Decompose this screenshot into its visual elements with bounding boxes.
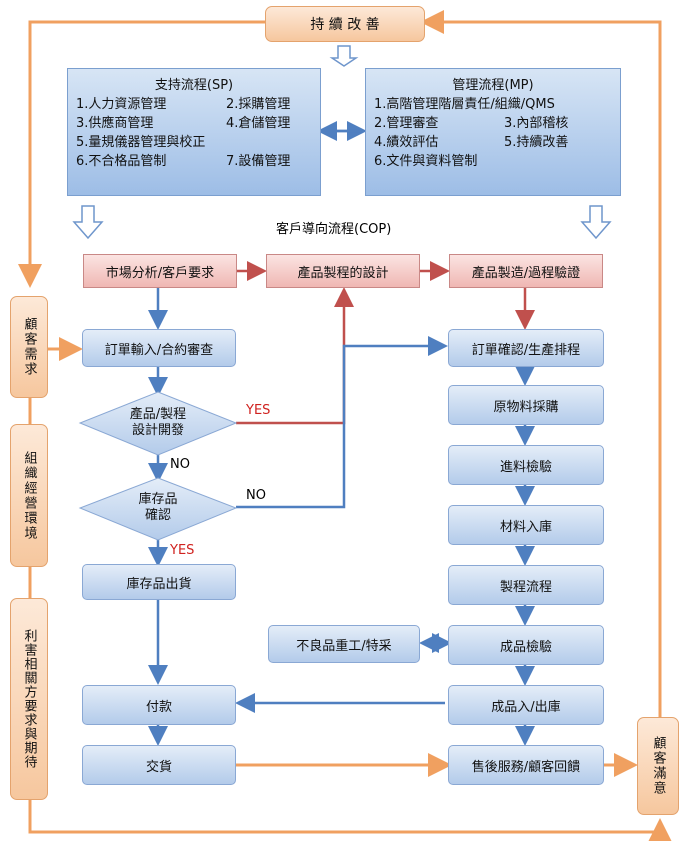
outer-loop-lines: [18, 10, 672, 841]
after-sales-label: 售後服務/顧客回饋: [471, 759, 581, 775]
down-block-arrow-left: [72, 205, 104, 240]
customer-satisfaction-box: 顧客滿意: [637, 717, 679, 815]
stakeholders-label: 利害相關方要求與期待: [21, 629, 37, 769]
sp-item: 2.採購管理: [226, 97, 291, 112]
mp-title: 管理流程(MP): [452, 78, 534, 93]
product-design-label: 產品製程的設計: [297, 265, 389, 281]
material-warehousing-box: 材料入庫: [448, 505, 604, 545]
mp-item: 5.持續改善: [504, 135, 569, 150]
design-decision-diamond: [78, 391, 238, 456]
product-in-out-label: 成品入/出庫: [491, 699, 561, 715]
mp-item: 1.高階管理階層責任/組織/QMS: [374, 97, 555, 112]
no-label-design: NO: [170, 457, 190, 472]
material-warehousing-label: 材料入庫: [499, 519, 552, 535]
order-input-box: 訂單輸入/合約審查: [82, 329, 236, 367]
sp-item: 7.設備管理: [226, 154, 291, 169]
order-confirm-box: 訂單確認/生產排程: [448, 329, 604, 367]
mp-item: 4.績效評估: [374, 135, 439, 150]
sp-title: 支持流程(SP): [154, 78, 234, 93]
material-purchase-box: 原物料採購: [448, 385, 604, 425]
final-inspection-label: 成品檢驗: [499, 639, 552, 655]
cop-title: 客戶導向流程(COP): [276, 222, 392, 237]
up-block-arrow: [329, 45, 359, 67]
customer-needs-box: 顧客需求: [10, 296, 48, 398]
down-block-arrow-right: [580, 205, 612, 240]
sp-item: 1.人力資源管理: [76, 97, 167, 112]
sp-item: 3.供應商管理: [76, 116, 154, 131]
final-inspection-box: 成品檢驗: [448, 625, 604, 665]
process-flow-label: 製程流程: [499, 579, 552, 595]
sp-item: 6.不合格品管制: [76, 154, 167, 169]
mp-item: 6.文件與資料管制: [374, 154, 478, 169]
material-purchase-label: 原物料採購: [493, 399, 559, 415]
yes-label-stock: YES: [170, 543, 195, 558]
sp-item: 4.倉儲管理: [226, 116, 291, 131]
stock-decision-diamond: [78, 477, 238, 541]
stock-decision-label: 庫存品 確認: [138, 492, 178, 523]
mp-item: 2.管理審查: [374, 116, 439, 131]
manufacture-label: 產品製造/過程驗證: [471, 265, 581, 281]
yes-label-design: YES: [246, 403, 271, 418]
stock-shipment-label: 庫存品出貨: [126, 576, 192, 592]
customer-satisfaction-label: 顧客滿意: [650, 736, 666, 796]
mp-item: 3.內部稽核: [504, 116, 569, 131]
org-environment-box: 組織經營環境: [10, 424, 48, 567]
rework-box: 不良品重工/特采: [268, 625, 420, 663]
stock-shipment-box: 庫存品出貨: [82, 564, 236, 600]
incoming-inspection-label: 進料檢驗: [499, 459, 552, 475]
manufacture-box: 產品製造/過程驗證: [449, 254, 603, 288]
no-label-stock: NO: [246, 488, 266, 503]
design-decision-label: 產品/製程 設計開發: [129, 407, 187, 438]
design-decision-text: 產品/製程 設計開發: [100, 403, 216, 443]
market-analysis-box: 市場分析/客戶要求: [83, 254, 237, 288]
org-environment-label: 組織經營環境: [21, 450, 37, 541]
process-flow-box: 製程流程: [448, 565, 604, 605]
market-analysis-label: 市場分析/客戶要求: [105, 265, 215, 281]
stakeholders-box: 利害相關方要求與期待: [10, 598, 48, 800]
continuous-improvement-box: 持 續 改 善: [265, 6, 425, 42]
delivery-label: 交貨: [145, 759, 172, 775]
after-sales-box: 售後服務/顧客回饋: [448, 745, 604, 785]
support-process-panel: 支持流程(SP) 1.人力資源管理 2.採購管理 3.供應商管理 4.倉儲管理 5.…: [67, 68, 321, 196]
continuous-improvement-label: 持 續 改 善: [310, 17, 380, 33]
payment-box: 付款: [82, 685, 236, 725]
stock-decision-text: 庫存品 確認: [100, 488, 216, 528]
rework-label: 不良品重工/特采: [296, 638, 392, 654]
order-input-label: 訂單輸入/合約審查: [104, 342, 214, 358]
incoming-inspection-box: 進料檢驗: [448, 445, 604, 485]
customer-needs-label: 顧客需求: [21, 317, 37, 377]
block-arrows: [72, 45, 612, 240]
sp-item: 5.量規儀器管理與校正: [76, 135, 206, 150]
payment-label: 付款: [145, 699, 172, 715]
blue-flow-lines: [148, 121, 535, 746]
delivery-box: 交貨: [82, 745, 236, 785]
product-in-out-box: 成品入/出庫: [448, 685, 604, 725]
order-confirm-label: 訂單確認/生產排程: [471, 342, 581, 358]
product-design-box: 產品製程的設計: [266, 254, 420, 288]
